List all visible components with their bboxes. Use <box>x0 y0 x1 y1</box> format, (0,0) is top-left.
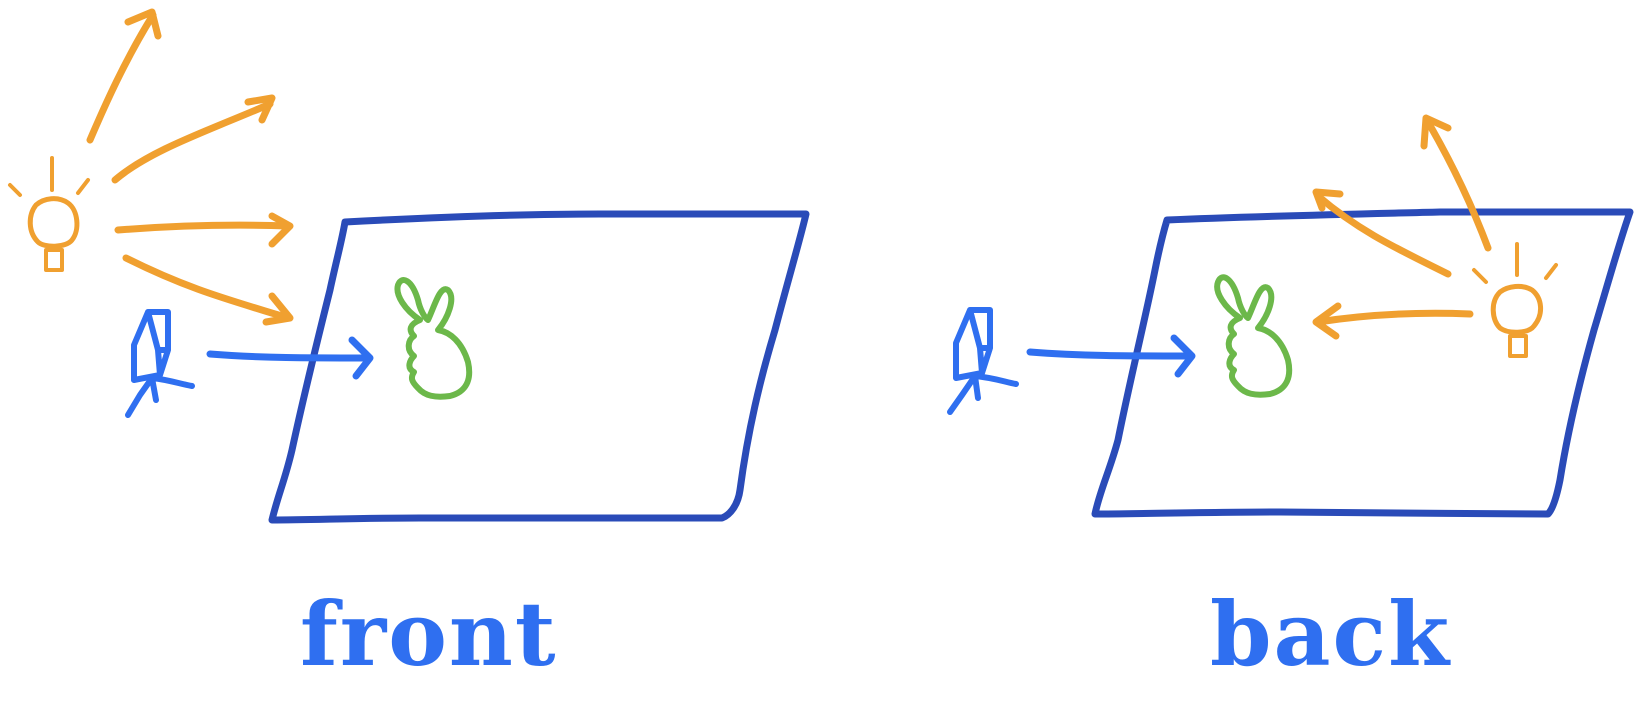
back-light-bulb-icon <box>1472 242 1558 358</box>
front-camera-ray <box>206 350 372 362</box>
front-light-ray-4 <box>122 254 292 322</box>
front-plane <box>268 210 810 524</box>
front-light-rays <box>86 8 294 326</box>
back-light-ray-1 <box>1424 118 1492 252</box>
back-scene <box>947 114 1634 518</box>
back-light-ray-3 <box>1314 309 1474 326</box>
back-camera-icon <box>947 307 1019 415</box>
front-light-bulb-icon <box>8 156 90 272</box>
front-light-ray-3 <box>114 221 292 234</box>
front-camera-icon <box>125 309 195 418</box>
back-bunny-icon <box>1214 274 1293 398</box>
front-scene <box>8 8 810 524</box>
back-light-ray-2 <box>1314 192 1452 278</box>
back-light-rays <box>1312 114 1492 340</box>
front-bunny-icon <box>394 277 473 400</box>
front-light-ray-1 <box>86 11 157 144</box>
front-light-ray-2 <box>111 100 274 184</box>
back-label: back <box>1210 582 1452 686</box>
front-label: front <box>300 582 558 686</box>
back-camera-ray <box>1026 348 1194 360</box>
back-plane <box>1091 208 1634 518</box>
